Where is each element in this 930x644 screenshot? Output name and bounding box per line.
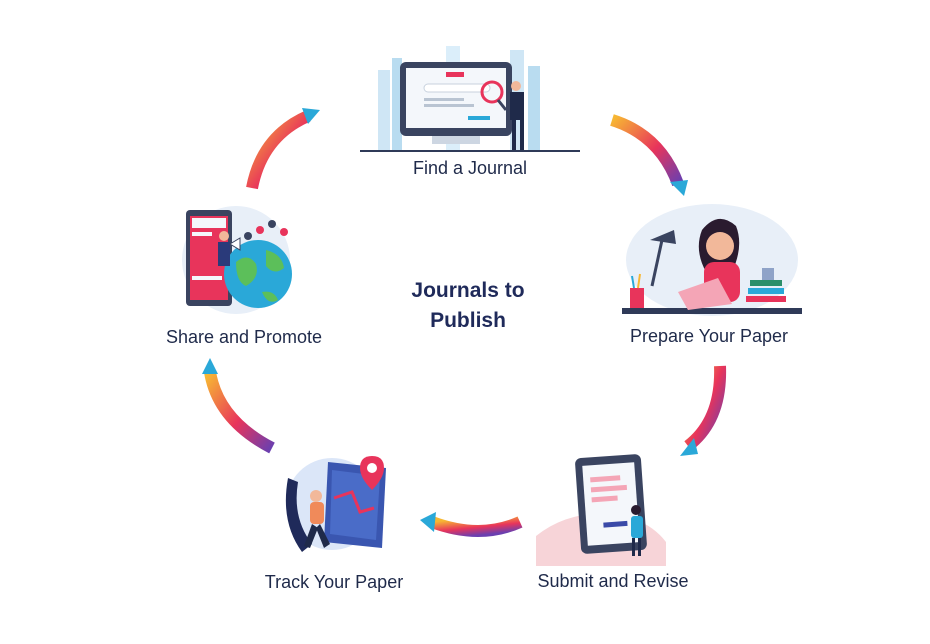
step-label-prepare-paper: Prepare Your Paper [629,326,789,346]
journal-search-icon [360,46,580,152]
step-label-submit-revise: Submit and Revise [537,571,689,591]
tablet-submit-icon [536,454,666,566]
step-label-track-paper: Track Your Paper [264,572,404,592]
arrow-submit-to-track [420,512,523,537]
step-label-find-journal: Find a Journal [412,158,528,178]
center-title-line1: Journals to [411,279,525,302]
arrow-track-to-share [202,358,275,454]
arrow-find-to-prepare [610,114,688,196]
center-title: Journals to Publish [411,276,524,336]
arrow-share-to-find [246,108,320,190]
globe-share-icon [182,206,292,314]
arrow-prepare-to-submit [680,365,727,456]
step-label-share-promote: Share and Promote [165,327,323,347]
writing-paper-icon [622,204,802,316]
map-tracking-icon [285,456,386,552]
center-title-line2: Publish [430,309,506,332]
